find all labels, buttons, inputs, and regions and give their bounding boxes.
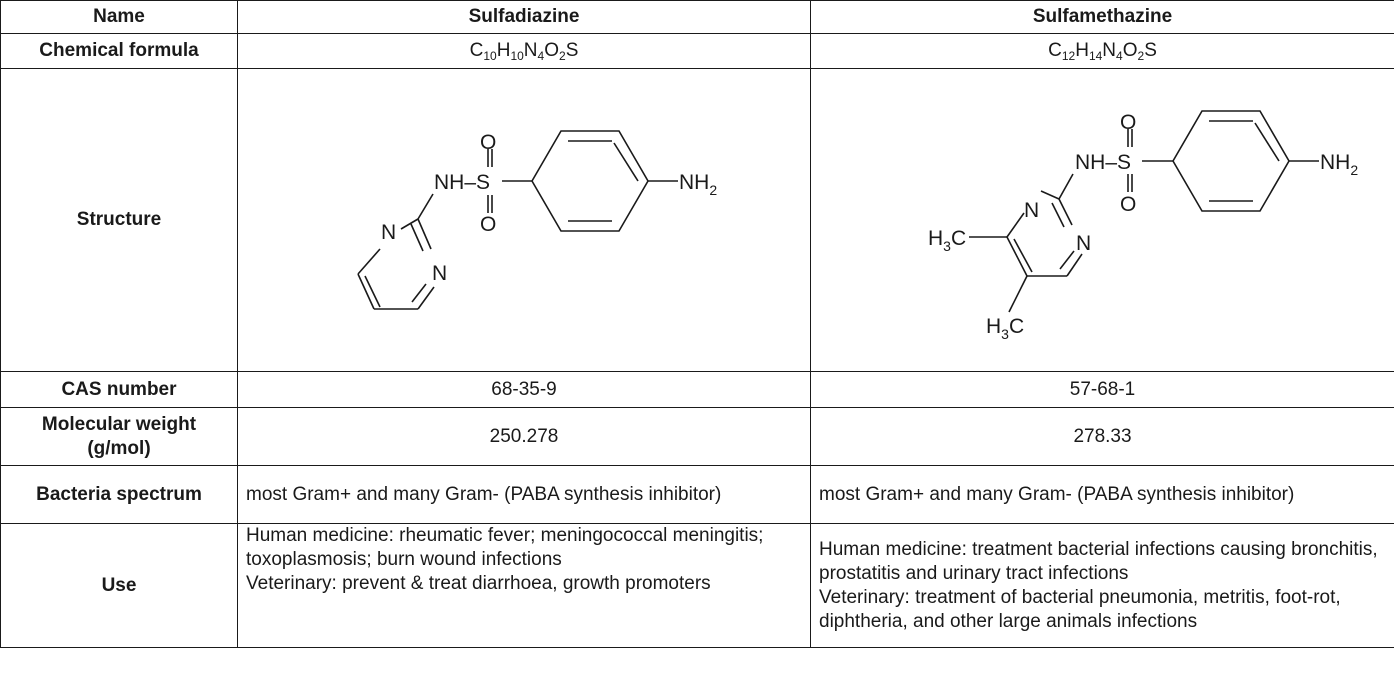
formula-element: O	[544, 40, 559, 61]
formula-element: S	[1144, 40, 1157, 61]
sulfamethazine-n2: N	[1076, 232, 1091, 255]
sulfamethazine-ch3-b: H3C	[986, 315, 1024, 342]
comparison-table: Name Sulfadiazine Sulfamethazine Chemica…	[0, 0, 1394, 648]
sulfamethazine-spectrum: most Gram+ and many Gram- (PABA synthesi…	[810, 465, 1394, 524]
sulfadiazine-nh-s: NH–S	[434, 171, 490, 194]
sulfamethazine-structure: O NH–S O N N NH2 H3C H3C	[810, 68, 1394, 372]
formula-subscript: 2	[559, 49, 566, 63]
name-header: Name	[0, 0, 238, 34]
sulfamethazine-o-bottom: O	[1120, 193, 1136, 216]
cas-row: CAS number 68-35-9 57-68-1	[0, 371, 1394, 408]
sulfamethazine-ch3-b-h: H	[986, 315, 1001, 338]
formula-element: H	[1075, 40, 1089, 61]
formula-subscript: 10	[510, 49, 524, 63]
formula-subscript: 14	[1088, 49, 1103, 63]
sulfadiazine-o-bottom: O	[480, 213, 496, 236]
sulfamethazine-ch3-b-sub: 3	[1001, 326, 1009, 342]
formula-element: O	[1122, 40, 1138, 61]
sulfamethazine-formula: C12H14N4O2S	[810, 33, 1394, 69]
formula-text: C10H10N4O2S	[469, 40, 579, 63]
sulfadiazine-structure: O NH–S O N N NH2	[237, 68, 811, 372]
cas-label: CAS number	[0, 371, 238, 408]
formula-subscript: 10	[483, 49, 497, 63]
sulfadiazine-use: Human medicine: rheumatic fever; meningo…	[237, 523, 811, 648]
use-row: Use Human medicine: rheumatic fever; men…	[0, 523, 1394, 648]
sulfadiazine-header: Sulfadiazine	[237, 0, 811, 34]
formula-subscript: 12	[1061, 49, 1076, 63]
formula-element: N	[1102, 40, 1117, 61]
sulfadiazine-n1: N	[381, 221, 396, 244]
sulfamethazine-use-veterinary: Veterinary: treatment of bacterial pneum…	[819, 586, 1341, 632]
sulfamethazine-use-human: Human medicine: treatment bacterial infe…	[819, 538, 1378, 584]
formula-subscript: 4	[537, 49, 545, 63]
use-label: Use	[0, 523, 238, 648]
sulfadiazine-spectrum: most Gram+ and many Gram- (PABA synthesi…	[237, 465, 811, 524]
mw-label: Molecular weight (g/mol)	[0, 407, 238, 466]
sulfadiazine-structure-drawing: O NH–S O N N NH2	[357, 130, 717, 310]
sulfamethazine-ch3-a-h: H	[928, 227, 943, 250]
sulfamethazine-header: Sulfamethazine	[810, 0, 1394, 34]
formula-label: Chemical formula	[0, 33, 238, 69]
spectrum-row: Bacteria spectrum most Gram+ and many Gr…	[0, 465, 1394, 524]
formula-element: S	[565, 40, 579, 61]
sulfadiazine-use-human: Human medicine: rheumatic fever; meningo…	[246, 525, 764, 570]
sulfadiazine-mw: 250.278	[237, 407, 811, 466]
sulfadiazine-nh2: NH2	[679, 171, 717, 198]
sulfamethazine-o-top: O	[1120, 111, 1136, 134]
sulfamethazine-structure-drawing: O NH–S O N N NH2 H3C H3C	[928, 110, 1358, 342]
sulfamethazine-nh-s: NH–S	[1075, 151, 1131, 174]
formula-subscript: 4	[1116, 49, 1123, 63]
sulfamethazine-ch3-a-sub: 3	[943, 238, 951, 254]
formula-element: C	[1048, 40, 1062, 61]
sulfadiazine-use-veterinary: Veterinary: prevent & treat diarrhoea, g…	[246, 573, 711, 594]
formula-element: C	[469, 40, 484, 61]
structure-row: Structure	[0, 68, 1394, 372]
sulfadiazine-nh2-sub: 2	[709, 182, 717, 198]
sulfamethazine-cas: 57-68-1	[810, 371, 1394, 408]
sulfamethazine-use: Human medicine: treatment bacterial infe…	[810, 523, 1394, 648]
mw-row: Molecular weight (g/mol) 250.278 278.33	[0, 407, 1394, 466]
sulfamethazine-n1: N	[1024, 199, 1039, 222]
sulfamethazine-nh2: NH2	[1320, 151, 1358, 178]
formula-element: H	[496, 40, 511, 61]
formula-element: N	[523, 40, 538, 61]
sulfamethazine-nh2-main: NH	[1320, 151, 1350, 174]
formula-subscript: 2	[1137, 49, 1145, 63]
sulfamethazine-ch3-b-c: C	[1009, 315, 1024, 338]
sulfamethazine-mw: 278.33	[810, 407, 1394, 466]
sulfadiazine-nh2-main: NH	[679, 171, 709, 194]
sulfadiazine-o-top: O	[480, 131, 496, 154]
structure-label: Structure	[0, 68, 238, 372]
spectrum-label: Bacteria spectrum	[0, 465, 238, 524]
sulfadiazine-cas: 68-35-9	[237, 371, 811, 408]
sulfamethazine-ch3-a-c: C	[951, 227, 966, 250]
sulfamethazine-ch3-a: H3C	[928, 227, 966, 254]
sulfadiazine-formula: C10H10N4O2S	[237, 33, 811, 69]
sulfamethazine-nh2-sub: 2	[1350, 162, 1358, 178]
sulfadiazine-n2: N	[432, 262, 447, 285]
formula-text: C12H14N4O2S	[1048, 40, 1157, 63]
formula-row: Chemical formula C10H10N4O2S C12H14N4O2S	[0, 33, 1394, 69]
header-row: Name Sulfadiazine Sulfamethazine	[0, 0, 1394, 34]
